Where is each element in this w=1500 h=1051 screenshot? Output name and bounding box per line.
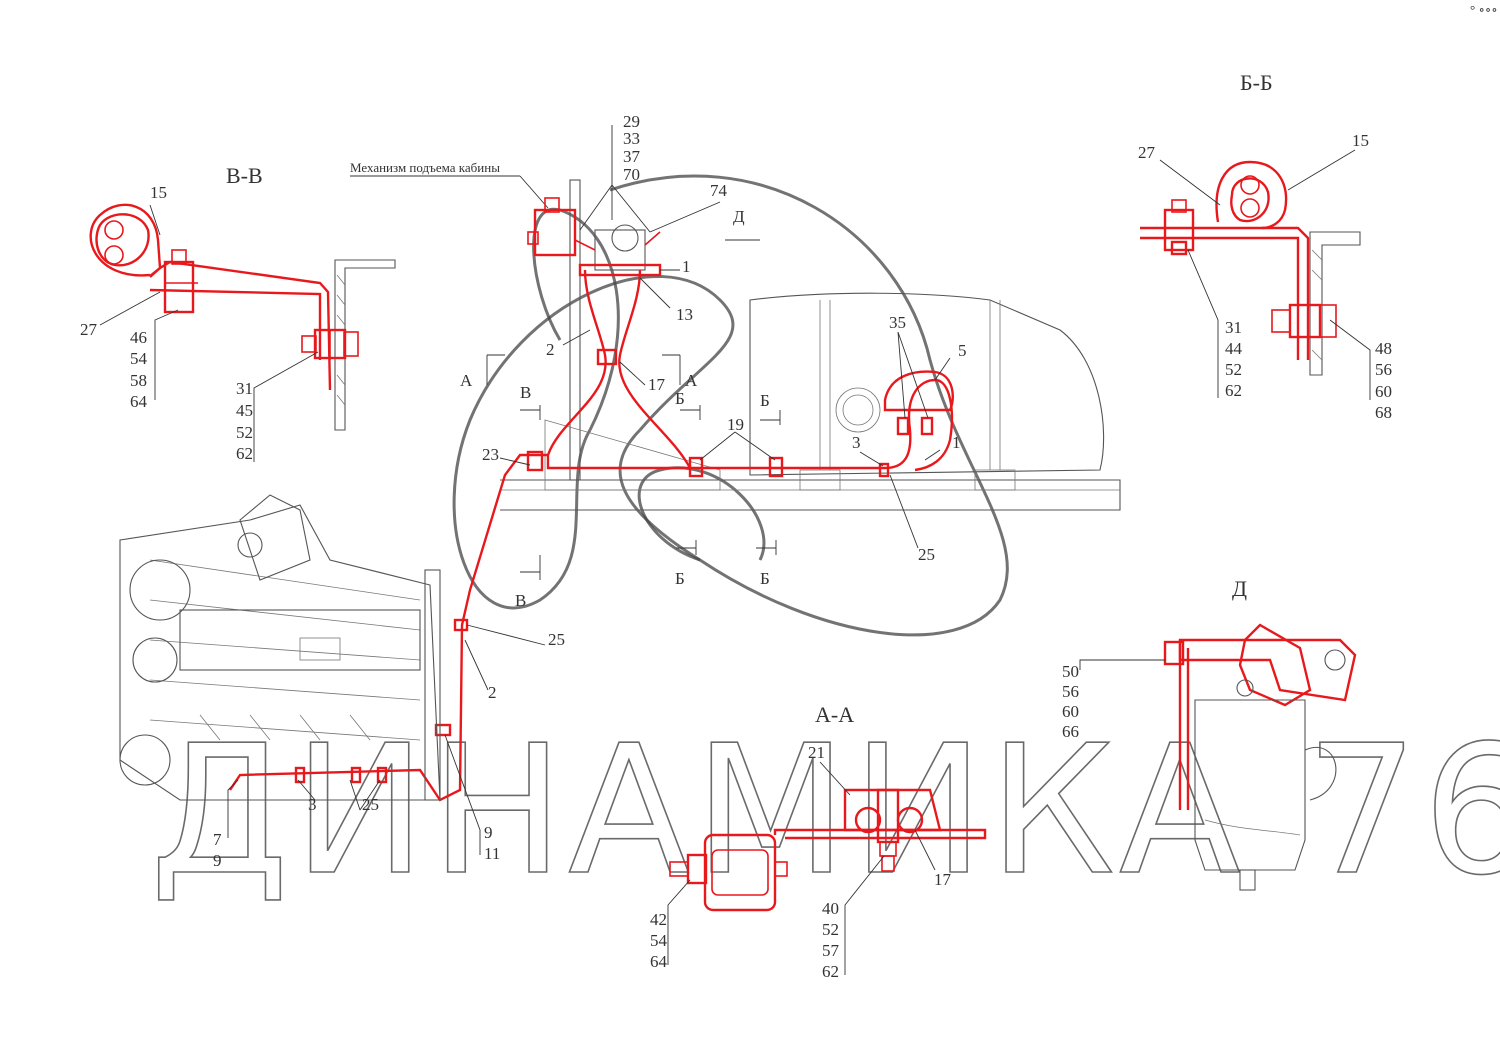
label-bb-56: 56: [1375, 360, 1392, 379]
label-5: 5: [958, 341, 967, 360]
label-74: 74: [710, 181, 728, 200]
label-d-60: 60: [1062, 702, 1079, 721]
label-25a: 25: [918, 545, 935, 564]
label-vv-45: 45: [236, 401, 253, 420]
label-bb-48: 48: [1375, 339, 1392, 358]
cut-markers: А А В В Б Б Б Б Д: [460, 207, 781, 610]
engine-block: [119, 494, 441, 801]
label-bb-27: 27: [1138, 143, 1156, 162]
caption-cab-lift: Механизм подъема кабины: [350, 160, 500, 175]
label-25c: 25: [362, 795, 379, 814]
label-37: 37: [623, 147, 641, 166]
label-bb-44: 44: [1225, 339, 1243, 358]
label-vv-46: 46: [130, 328, 147, 347]
label-11: 11: [484, 844, 500, 863]
label-2a: 2: [546, 340, 555, 359]
label-d-56: 56: [1062, 682, 1079, 701]
label-19: 19: [727, 415, 744, 434]
label-aa-64: 64: [650, 952, 668, 971]
cut-b-bot1: Б: [675, 569, 685, 588]
label-3b: 3: [308, 795, 317, 814]
label-bb-62: 62: [1225, 381, 1242, 400]
watermark-text: ДИНАМИКА 76: [150, 707, 1500, 914]
label-bb-60: 60: [1375, 382, 1392, 401]
label-23: 23: [482, 445, 499, 464]
section-vv: В-В 15 27 46 54 58 64 31 45 52 62: [80, 163, 396, 463]
label-29: 29: [623, 112, 640, 131]
label-aa-57: 57: [822, 941, 840, 960]
label-aa-21: 21: [808, 743, 825, 762]
cut-v-top: В: [520, 383, 531, 402]
cut-a-right: А: [685, 371, 698, 390]
label-7: 7: [213, 830, 222, 849]
label-1a: 1: [682, 257, 691, 276]
corner-mark: ° ∘∘∘: [1470, 2, 1498, 17]
cut-v-bottom: В: [515, 591, 526, 610]
cut-a-left: А: [460, 371, 473, 390]
label-9b: 9: [484, 823, 493, 842]
label-35: 35: [889, 313, 906, 332]
label-bb-52: 52: [1225, 360, 1242, 379]
label-13: 13: [676, 305, 693, 324]
section-bb: Б-Б 27 15 31 44 52 62 48 56 60 68: [1138, 70, 1392, 422]
label-aa-42: 42: [650, 910, 667, 929]
label-aa-17: 17: [934, 870, 952, 889]
view-d: Д 50 56 60 66: [1062, 576, 1357, 891]
cut-b-top2: Б: [760, 391, 770, 410]
label-aa-62: 62: [822, 962, 839, 981]
cut-b-top1: Б: [675, 389, 685, 408]
label-vv-27: 27: [80, 320, 98, 339]
cut-b-bot2: Б: [760, 569, 770, 588]
view-d-title: Д: [1232, 576, 1247, 601]
section-aa: А-А 21 17 42 54 64 40 52 57 62: [650, 702, 987, 981]
main-assembly: Механизм подъема кабины: [119, 112, 1121, 870]
label-vv-52: 52: [236, 423, 253, 442]
label-vv-62: 62: [236, 444, 253, 463]
label-vv-64: 64: [130, 392, 148, 411]
label-bb-68: 68: [1375, 403, 1392, 422]
label-9a: 9: [213, 851, 222, 870]
section-aa-title: А-А: [815, 702, 854, 727]
label-aa-52: 52: [822, 920, 839, 939]
label-vv-54: 54: [130, 349, 148, 368]
label-d-50: 50: [1062, 662, 1079, 681]
label-1b: 1: [952, 433, 961, 452]
label-33: 33: [623, 129, 640, 148]
section-vv-title: В-В: [226, 163, 263, 188]
section-bb-title: Б-Б: [1240, 70, 1273, 95]
label-25b: 25: [548, 630, 565, 649]
label-70: 70: [623, 165, 640, 184]
label-aa-40: 40: [822, 899, 839, 918]
swirl-logo: [452, 174, 1009, 637]
label-17: 17: [648, 375, 666, 394]
label-bb-15: 15: [1352, 131, 1369, 150]
label-bb-31: 31: [1225, 318, 1242, 337]
label-d-66: 66: [1062, 722, 1079, 741]
label-vv-31: 31: [236, 379, 253, 398]
label-2b: 2: [488, 683, 497, 702]
label-vv-15: 15: [150, 183, 167, 202]
cut-d-arrow: Д: [733, 207, 745, 226]
label-aa-54: 54: [650, 931, 668, 950]
label-3a: 3: [852, 433, 861, 452]
label-vv-58: 58: [130, 371, 147, 390]
